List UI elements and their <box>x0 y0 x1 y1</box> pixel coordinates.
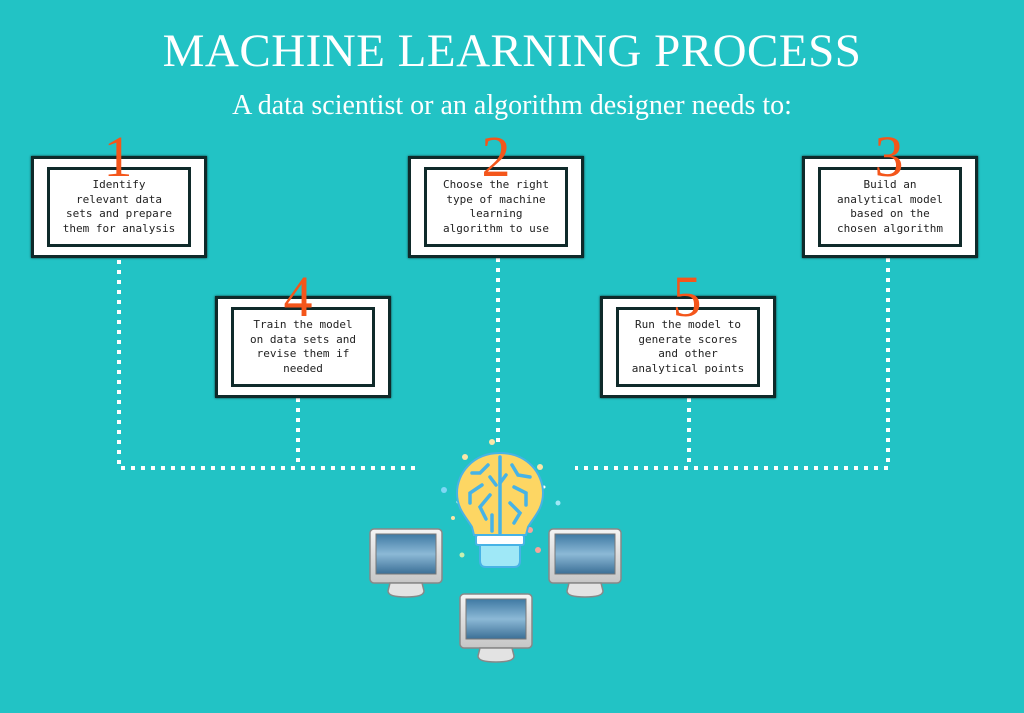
step-3-number: 3 <box>874 124 904 189</box>
step-5-text: Run the model to generate scores and oth… <box>631 318 745 375</box>
step-4-number: 4 <box>283 264 313 329</box>
computer-monitor-icon <box>369 528 443 598</box>
page-subtitle: A data scientist or an algorithm designe… <box>232 90 792 121</box>
step-5-box: Run the model to generate scores and oth… <box>600 296 776 398</box>
step-4-box: Train the model on data sets and revise … <box>215 296 391 398</box>
step-1-text: Identify relevant data sets and prepare … <box>62 178 176 235</box>
computer-monitor-icon <box>459 593 533 663</box>
step-1-box: Identify relevant data sets and prepare … <box>31 156 207 258</box>
step-4-text: Train the model on data sets and revise … <box>250 318 356 375</box>
step-3-text: Build an analytical model based on the c… <box>837 178 943 235</box>
step-2-text: Choose the right type of machine learnin… <box>443 178 549 235</box>
step-3-box: Build an analytical model based on the c… <box>802 156 978 258</box>
step-5-number: 5 <box>672 264 702 329</box>
step-2-number: 2 <box>481 124 511 189</box>
page-title: MACHINE LEARNING PROCESS <box>162 25 862 77</box>
computer-monitor-icon <box>548 528 622 598</box>
step-1-number: 1 <box>103 124 133 189</box>
connector-step3 <box>575 258 890 470</box>
brain-lightbulb-icon <box>441 439 561 568</box>
step-2-box: Choose the right type of machine learnin… <box>408 156 584 258</box>
